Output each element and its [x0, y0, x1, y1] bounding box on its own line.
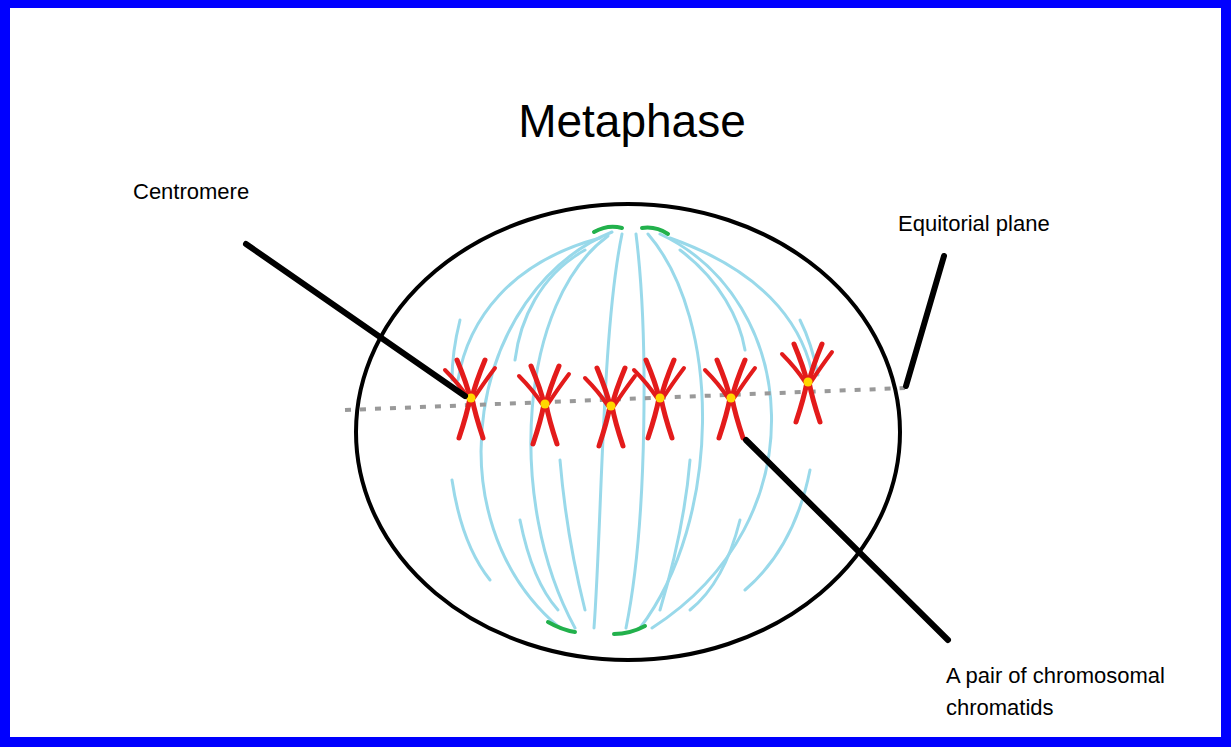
- cell-membrane: [356, 204, 900, 660]
- part-label: A pair of chromosomal chromatids: [946, 660, 1211, 724]
- plane-label: Equitorial plane: [898, 208, 1050, 240]
- leader-line: [246, 244, 948, 640]
- part-label: Centromere: [133, 176, 249, 208]
- chromosome: [445, 344, 832, 446]
- spindle-fibres: [452, 232, 818, 628]
- diagram-title: Metaphase: [518, 88, 746, 155]
